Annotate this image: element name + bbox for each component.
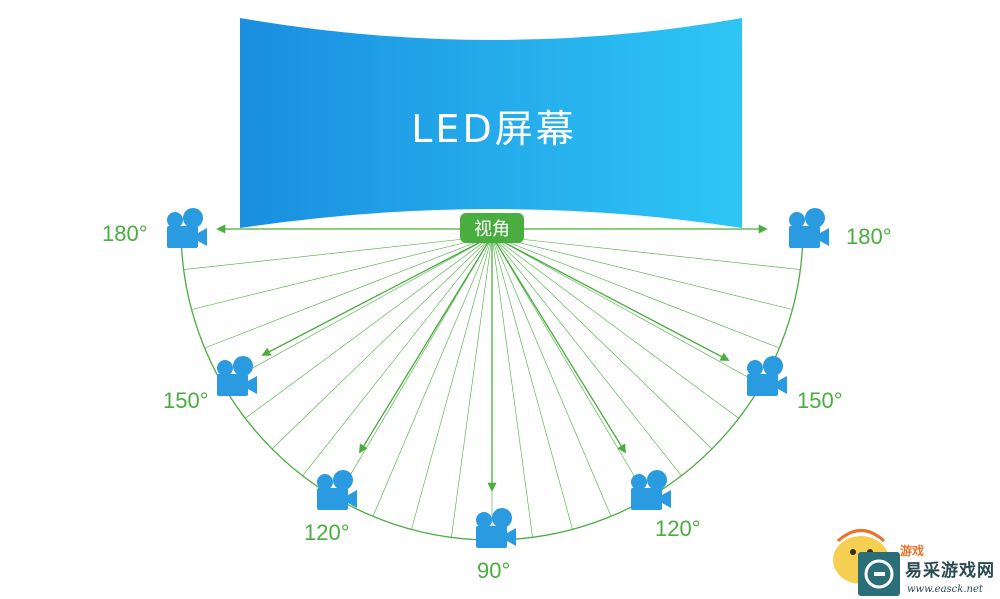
viewing-angle-badge-label: 视角 (474, 219, 510, 240)
fan-line (451, 235, 493, 538)
fan-line (245, 235, 493, 419)
viewing-direction-arrow (261, 235, 493, 356)
fan-line (336, 235, 493, 499)
fan-line (491, 235, 793, 310)
video-camera-icon (476, 508, 516, 548)
fan-line (191, 235, 493, 310)
fan-line (222, 235, 493, 385)
viewing-direction-arrow (359, 235, 493, 454)
video-camera-icon (317, 470, 357, 510)
video-camera-icon (747, 356, 787, 396)
viewing-direction-arrow (491, 235, 626, 454)
angle-label-right-120: 120° (655, 516, 701, 541)
video-camera-icon (789, 208, 829, 248)
fan-line (491, 235, 682, 476)
viewing-angle-badge (460, 213, 524, 243)
angle-label-right-150: 150° (797, 388, 843, 413)
watermark-site-name: 易采游戏网 (905, 560, 995, 581)
viewing-direction-arrow (491, 235, 730, 361)
fan-line (183, 235, 493, 270)
angle-label-left-120: 120° (304, 520, 350, 545)
video-camera-icon (631, 470, 671, 510)
fan-line (491, 235, 762, 385)
fan-line (204, 235, 493, 349)
watermark: 游戏 易采游戏网 www.easck.net (833, 529, 995, 596)
fan-line (372, 235, 493, 517)
watermark-url: www.easck.net (907, 584, 984, 595)
fan-line (491, 235, 713, 450)
angle-label-left-180: 180° (102, 221, 148, 246)
fan-line (491, 235, 533, 538)
arrow-lines (261, 235, 730, 492)
video-camera-icon (217, 356, 257, 396)
fan-line (491, 235, 801, 270)
fan-line (491, 235, 780, 349)
fan-line (491, 235, 648, 499)
led-screen-panel (240, 18, 742, 228)
angle-label-center-90: 90° (477, 558, 510, 583)
fan-line (271, 235, 493, 450)
video-camera-icon (167, 208, 207, 248)
angle-label-left-150: 150° (163, 388, 209, 413)
fan-line (302, 235, 493, 476)
screen-title: LED屏幕 (411, 107, 576, 151)
fan-line (411, 235, 493, 530)
fan-line (491, 235, 612, 517)
fan-line (491, 235, 573, 530)
fan-line (491, 235, 739, 419)
watermark-tag: 游戏 (900, 543, 924, 558)
angle-label-right-180: 180° (846, 224, 892, 249)
